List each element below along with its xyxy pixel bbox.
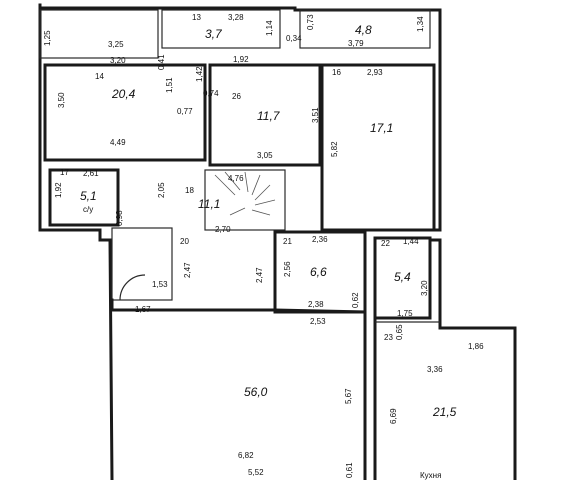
balcony-right [299, 9, 431, 49]
dim-label: 2,47 [255, 267, 264, 283]
dim-label: 1,67 [135, 305, 151, 314]
dim-label: 3,36 [427, 365, 443, 374]
room-14-number: 14 [95, 72, 104, 81]
room-17-note: с/у [83, 205, 94, 214]
dim-label: 1,51 [165, 77, 174, 93]
dim-label: 2,53 [310, 317, 326, 326]
room-16-walls [320, 63, 436, 232]
room-16-area: 17,1 [370, 121, 394, 135]
dim-label: 0,65 [395, 324, 404, 340]
room-20-number: 20 [180, 237, 189, 246]
room-21-number: 21 [283, 237, 292, 246]
outer-wall-top [38, 6, 442, 232]
dim-label: 2,70 [215, 225, 231, 234]
balcony-middle-area: 3,7 [205, 27, 222, 41]
stairs [204, 169, 286, 231]
dim-label: 6,69 [389, 408, 398, 424]
dim-label: 5,67 [344, 388, 353, 404]
dim-label: 6,82 [238, 451, 254, 460]
room-17-walls [48, 168, 120, 227]
dim-label: 1,92 [54, 182, 63, 198]
room-18-number: 18 [185, 186, 194, 195]
dim-label: 0,61 [345, 462, 354, 478]
balcony-middle-number: 13 [192, 13, 201, 22]
room-14-walls [43, 63, 207, 162]
dim-label: 1,86 [468, 342, 484, 351]
balcony-right-area: 4,8 [355, 23, 372, 37]
kitchen-label: Кухня [420, 471, 442, 480]
room-17-area: 5,1 [80, 189, 97, 203]
door-swing [119, 274, 146, 301]
stair-treads [214, 171, 276, 216]
dim-label: 2,56 [283, 261, 292, 277]
dim-label: 1,75 [397, 309, 413, 318]
dim-label: 2,38 [308, 300, 324, 309]
dim-label: 0,41 [157, 54, 166, 70]
dim-label: 0,74 [203, 89, 219, 98]
kitchen-area: 21,5 [433, 405, 457, 419]
balcony-middle [161, 9, 281, 49]
dim-label: 1,44 [403, 237, 419, 246]
dim-label: 3,20 [420, 280, 429, 296]
dim-label: 2,93 [367, 68, 383, 77]
main-room-walls [110, 298, 367, 480]
outer-wall-right [428, 238, 517, 480]
room-16-number: 16 [332, 68, 341, 77]
room-22-area: 5,4 [394, 270, 411, 284]
room-26-walls [208, 63, 322, 167]
dim-label: 2,61 [83, 169, 99, 178]
dim-label: 2,36 [312, 235, 328, 244]
room-22-number: 22 [381, 239, 390, 248]
dim-label: 3,50 [57, 92, 66, 108]
main-room-area: 56,0 [244, 385, 268, 399]
dim-label: 0,98 [115, 210, 124, 226]
dim-label: 1,53 [152, 280, 168, 289]
room-20-walls [111, 227, 173, 301]
dim-label: 5,82 [330, 141, 339, 157]
balcony-left [39, 9, 159, 59]
dim-label: 4,76 [228, 174, 244, 183]
dim-label: 0,73 [306, 14, 315, 30]
dim-label: 1,14 [265, 20, 274, 36]
dim-label: 3,05 [257, 151, 273, 160]
dim-label: 1,25 [43, 30, 52, 46]
dim-label: 1,92 [233, 55, 249, 64]
dim-label: 3,25 [108, 40, 124, 49]
room-26-number: 26 [232, 92, 241, 101]
kitchen-number: 23 [384, 333, 393, 342]
dim-label: 3,79 [348, 39, 364, 48]
dim-label: 1,34 [416, 16, 425, 32]
dim-label: 3,20 [110, 56, 126, 65]
dim-label: 4,49 [110, 138, 126, 147]
dim-label: 0,62 [351, 292, 360, 308]
dim-label: 0,77 [177, 107, 193, 116]
dim-label: 3,51 [311, 107, 320, 123]
outer-wall [38, 3, 114, 480]
dim-label: 0,34 [286, 34, 302, 43]
room-21-area: 6,6 [310, 265, 327, 279]
dim-label: 3,28 [228, 13, 244, 22]
room-14-area: 20,4 [112, 87, 136, 101]
room-26-area: 11,7 [257, 109, 280, 123]
dim-label: 2,05 [157, 182, 166, 198]
dim-label: 5,52 [248, 468, 264, 477]
room-17-number: 17 [60, 168, 69, 177]
dim-label: 2,47 [183, 262, 192, 278]
room-18-area: 11,1 [198, 197, 221, 211]
room-22-walls [373, 236, 432, 320]
dim-label: 1,42 [195, 66, 204, 82]
